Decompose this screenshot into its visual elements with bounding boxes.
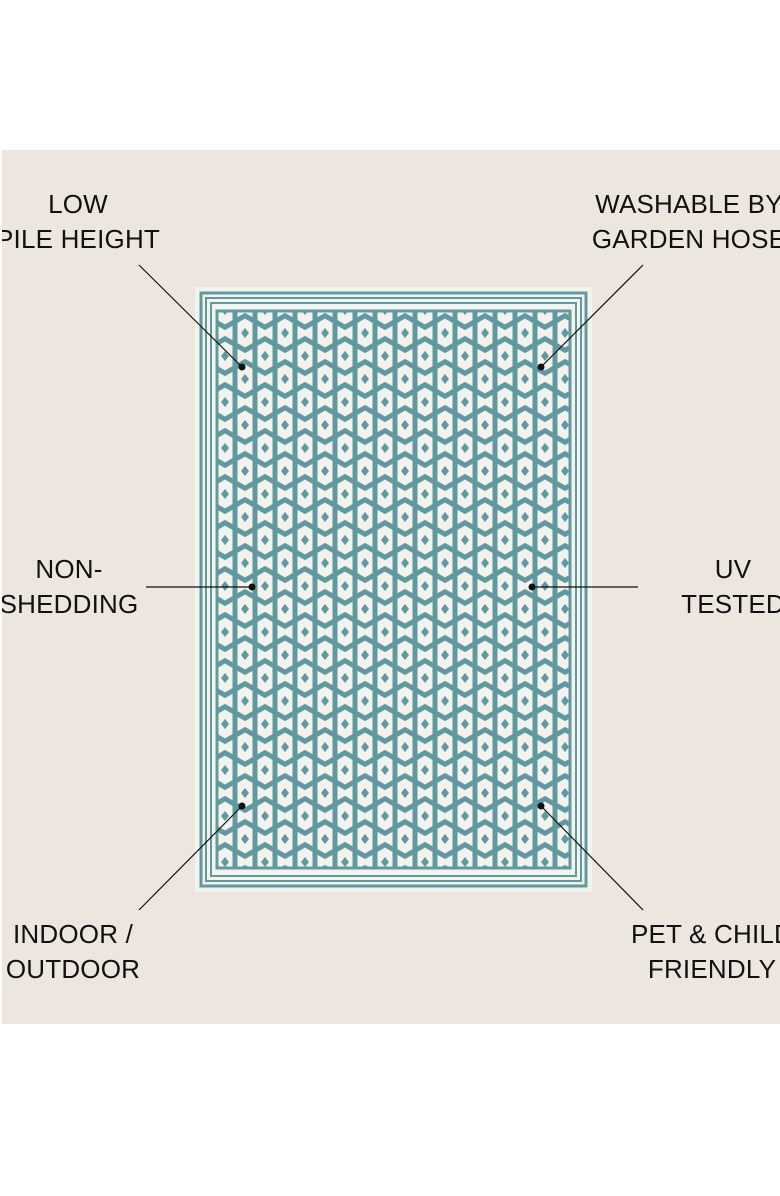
- callout-line-pet: [540, 805, 644, 911]
- callout-dot-indoor: [238, 802, 246, 810]
- feature-label-washable: WASHABLE BY GARDEN HOSE: [584, 187, 780, 257]
- feature-label-washable-line1: WASHABLE BY: [595, 189, 780, 219]
- callout-lines: [138, 264, 644, 911]
- callout-line-washable: [540, 264, 644, 368]
- feature-label-non-shedding: NON- SHEDDING: [2, 552, 144, 622]
- feature-label-low-pile: LOW PILE HEIGHT: [2, 187, 162, 257]
- feature-label-non-shedding-line2: SHEDDING: [2, 589, 139, 619]
- feature-label-indoor-outdoor-line2: OUTDOOR: [5, 954, 141, 984]
- feature-label-washable-line2: GARDEN HOSE: [591, 224, 780, 254]
- rug-border-line-2: [205, 297, 582, 882]
- feature-label-low-pile-line1: LOW: [48, 189, 108, 219]
- callout-dot-pet: [537, 802, 545, 810]
- feature-label-low-pile-line2: PILE HEIGHT: [2, 224, 160, 254]
- feature-label-indoor-outdoor: INDOOR / OUTDOOR: [2, 917, 148, 987]
- rug-border-line-outer: [199, 291, 588, 888]
- feature-label-pet-child-line2: FRIENDLY: [647, 954, 777, 984]
- feature-label-uv-tested-line2: TESTED: [681, 589, 780, 619]
- rug-border-line-inner: [215, 309, 572, 870]
- feature-label-pet-child: PET & CHILD FRIENDLY: [622, 917, 780, 987]
- callout-dot-uv: [528, 583, 536, 591]
- rug-field: [217, 311, 570, 868]
- rug-image: [195, 287, 592, 892]
- feature-label-uv-tested-line1: UV: [714, 554, 752, 584]
- callout-line-indoor: [138, 805, 243, 911]
- callout-dot-washable: [537, 363, 545, 371]
- callout-dot-non-shedding: [248, 583, 256, 591]
- feature-label-indoor-outdoor-line1: INDOOR /: [12, 919, 134, 949]
- callout-line-low-pile: [138, 264, 243, 368]
- feature-label-uv-tested: UV TESTED: [678, 552, 780, 622]
- rug-border-line-3: [210, 302, 577, 877]
- infographic-panel: LOW PILE HEIGHT WASHABLE BY GARDEN HOSE …: [2, 150, 780, 1024]
- callout-dot-low-pile: [238, 363, 246, 371]
- feature-label-pet-child-line1: PET & CHILD: [630, 919, 780, 949]
- feature-label-non-shedding-line1: NON-: [35, 554, 103, 584]
